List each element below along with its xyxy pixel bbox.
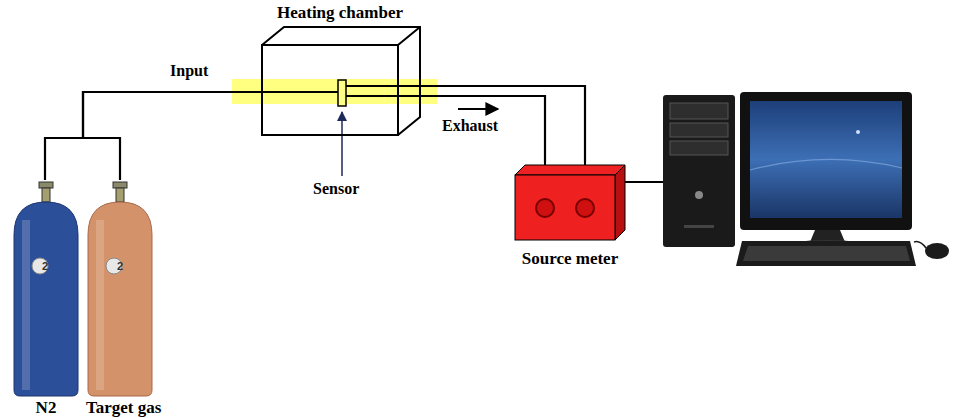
sensor-leader <box>341 112 343 176</box>
node-outline <box>12 180 80 418</box>
part-label: Exhaust <box>442 117 498 135</box>
data-cable <box>625 181 664 183</box>
node-outline <box>86 180 196 418</box>
exhaust-arrow <box>458 108 498 110</box>
pipe-connector <box>45 92 255 180</box>
heating-chamber: Heating chamber <box>255 0 425 137</box>
part-label: Input <box>170 62 208 80</box>
monitor <box>740 92 912 246</box>
node-label: Target gas <box>86 398 196 418</box>
cylinder-number: 2 <box>113 259 127 273</box>
gas-cylinder: Target gas <box>86 180 196 418</box>
computer-tower <box>663 95 735 247</box>
node-label: N2 <box>12 398 80 418</box>
node-label: Source meter <box>510 249 630 269</box>
keyboard <box>736 241 916 266</box>
gas-cylinder: N2 <box>12 180 80 418</box>
pipe-connector <box>83 92 255 180</box>
mouse <box>925 243 949 259</box>
sensor-element <box>338 80 346 106</box>
node-label: Heating chamber <box>255 3 425 23</box>
cylinder-number: 2 <box>38 259 52 273</box>
source-meter: Source meter <box>510 163 630 271</box>
pipe-connector <box>425 86 585 163</box>
part-label: Sensor <box>313 180 359 198</box>
mouse-cable <box>914 242 926 248</box>
